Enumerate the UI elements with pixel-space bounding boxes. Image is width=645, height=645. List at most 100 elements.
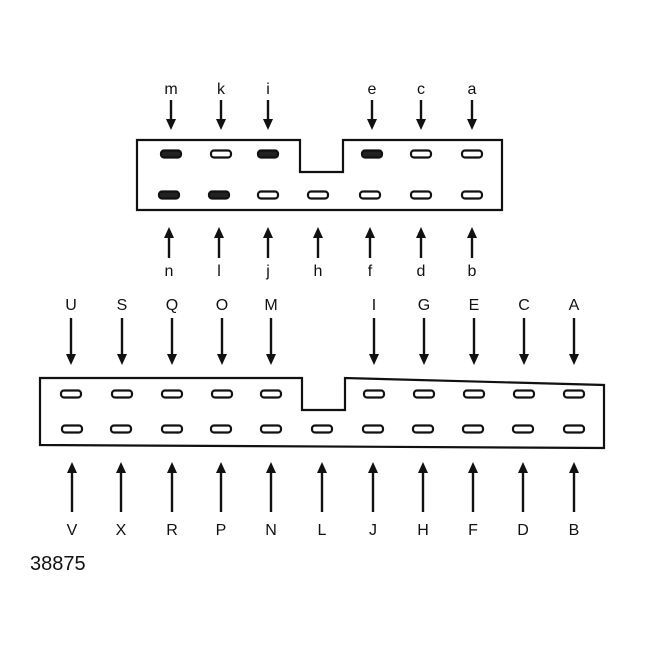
- small-bottom-f-label: f: [368, 263, 373, 280]
- large-top-q-pin: [160, 389, 184, 399]
- large-top-a-label: A: [569, 297, 580, 314]
- small-bottom-l-label: l: [217, 263, 221, 280]
- large-bottom-p-label: P: [216, 522, 227, 539]
- large-top-g-arrow-head: [419, 354, 429, 365]
- small-top-a-label: a: [468, 81, 477, 98]
- large-bottom-l-pin: [310, 424, 334, 434]
- large-bottom-p-arrow-head: [216, 462, 226, 473]
- large-bottom-r-arrow-head: [167, 462, 177, 473]
- large-bottom-l-label: L: [318, 522, 327, 539]
- large-bottom-d-label: D: [517, 522, 529, 539]
- small-bottom-j-pin: [256, 190, 280, 200]
- large-bottom-d-pin: [511, 424, 535, 434]
- large-top-m-label: M: [264, 297, 277, 314]
- large-bottom-f-pin: [461, 424, 485, 434]
- large-bottom-b-label: B: [569, 522, 580, 539]
- small-bottom-h-pin: [306, 190, 330, 200]
- large-bottom-n-arrow-head: [266, 462, 276, 473]
- small-top-i-label: i: [266, 81, 270, 98]
- small-top-k-label: k: [217, 81, 226, 98]
- large-bottom-x-pin: [109, 424, 133, 434]
- large-top-o-arrow-head: [217, 354, 227, 365]
- large-bottom-j-arrow-head: [368, 462, 378, 473]
- large-bottom-v-arrow-head: [67, 462, 77, 473]
- large-bottom-v-pin: [60, 424, 84, 434]
- small-top-e-pin: [360, 149, 384, 159]
- large-top-i-pin: [362, 389, 386, 399]
- small-top-c-pin: [409, 149, 433, 159]
- large-top-q-arrow-head: [167, 354, 177, 365]
- small-top-c-label: c: [417, 81, 425, 98]
- small-top-e-arrow-head: [367, 119, 377, 130]
- large-top-e-label: E: [469, 297, 480, 314]
- small-bottom-b-arrow-head: [467, 227, 477, 238]
- small-top-k-arrow-head: [216, 119, 226, 130]
- small-top-m-pin: [159, 149, 183, 159]
- large-top-m-pin: [259, 389, 283, 399]
- large-top-e-arrow-head: [469, 354, 479, 365]
- small-connector-housing: [135, 138, 504, 212]
- large-connector-housing: [38, 376, 606, 450]
- large-top-s-pin: [110, 389, 134, 399]
- large-top-i-label: I: [372, 297, 376, 314]
- large-bottom-h-label: H: [417, 522, 429, 539]
- small-bottom-d-pin: [409, 190, 433, 200]
- large-top-u-pin: [59, 389, 83, 399]
- large-bottom-h-arrow-head: [418, 462, 428, 473]
- large-bottom-d-arrow-head: [518, 462, 528, 473]
- large-top-u-arrow-head: [66, 354, 76, 365]
- large-top-c-label: C: [518, 297, 530, 314]
- large-top-g-label: G: [418, 297, 430, 314]
- small-bottom-f-pin: [358, 190, 382, 200]
- large-top-a-pin: [562, 389, 586, 399]
- small-bottom-l-pin: [207, 190, 231, 200]
- small-bottom-h-label: h: [314, 263, 323, 280]
- large-bottom-x-arrow-head: [116, 462, 126, 473]
- large-top-u-label: U: [65, 297, 77, 314]
- large-top-e-pin: [462, 389, 486, 399]
- large-bottom-x-label: X: [116, 522, 127, 539]
- small-bottom-n-arrow-head: [164, 227, 174, 238]
- large-bottom-h-pin: [411, 424, 435, 434]
- large-top-a-arrow-head: [569, 354, 579, 365]
- small-bottom-b-label: b: [468, 263, 477, 280]
- large-bottom-r-pin: [160, 424, 184, 434]
- large-bottom-n-label: N: [265, 522, 277, 539]
- small-bottom-d-label: d: [417, 263, 426, 280]
- large-bottom-b-arrow-head: [569, 462, 579, 473]
- small-top-e-label: e: [368, 81, 377, 98]
- small-top-a-arrow-head: [467, 119, 477, 130]
- large-top-i-arrow-head: [369, 354, 379, 365]
- large-top-m-arrow-head: [266, 354, 276, 365]
- large-top-q-label: Q: [166, 297, 178, 314]
- small-top-a-pin: [460, 149, 484, 159]
- large-top-s-arrow-head: [117, 354, 127, 365]
- small-bottom-j-arrow-head: [263, 227, 273, 238]
- small-bottom-l-arrow-head: [214, 227, 224, 238]
- large-bottom-n-pin: [259, 424, 283, 434]
- small-top-m-arrow-head: [166, 119, 176, 130]
- small-top-i-pin: [256, 149, 280, 159]
- large-bottom-j-label: J: [369, 522, 377, 539]
- large-bottom-p-pin: [209, 424, 233, 434]
- small-top-i-arrow-head: [263, 119, 273, 130]
- large-top-c-arrow-head: [519, 354, 529, 365]
- large-top-s-label: S: [117, 297, 128, 314]
- small-bottom-d-arrow-head: [416, 227, 426, 238]
- large-top-o-pin: [210, 389, 234, 399]
- large-bottom-f-arrow-head: [468, 462, 478, 473]
- large-top-c-pin: [512, 389, 536, 399]
- small-bottom-j-label: j: [265, 263, 270, 280]
- large-bottom-f-label: F: [468, 522, 478, 539]
- large-bottom-b-pin: [562, 424, 586, 434]
- large-top-g-pin: [412, 389, 436, 399]
- large-bottom-l-arrow-head: [317, 462, 327, 473]
- small-bottom-n-label: n: [165, 263, 174, 280]
- small-bottom-f-arrow-head: [365, 227, 375, 238]
- large-bottom-j-pin: [361, 424, 385, 434]
